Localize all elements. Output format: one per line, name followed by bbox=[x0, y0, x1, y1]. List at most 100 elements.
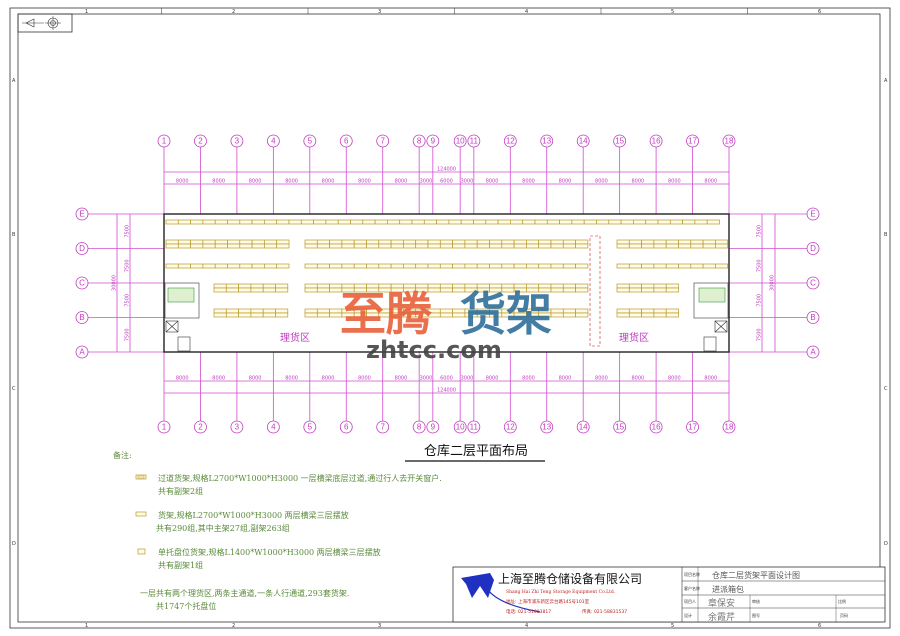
rack-bay bbox=[501, 239, 515, 245]
rack-bay bbox=[641, 312, 655, 318]
spacing-label: 6000 bbox=[440, 179, 453, 185]
rack-bay bbox=[526, 263, 540, 269]
rack-bay bbox=[239, 219, 253, 225]
column-axis-label-top: 5 bbox=[308, 137, 313, 146]
client-name: 进派箱包 bbox=[712, 584, 744, 594]
spacing-label: 8000 bbox=[595, 179, 608, 185]
column-axis-bubble-bottom bbox=[649, 420, 663, 434]
column-axis-label-top: 4 bbox=[271, 137, 276, 146]
rack-bay bbox=[562, 287, 576, 293]
rack-bay bbox=[275, 308, 289, 314]
scale-label: 比例 bbox=[838, 598, 846, 604]
total-length-label: 124000 bbox=[437, 388, 456, 394]
column-axis-bubble-top bbox=[540, 134, 554, 148]
rack-bay bbox=[353, 239, 367, 245]
rack-bay bbox=[177, 219, 191, 225]
rack-bay bbox=[653, 312, 667, 318]
rack-bay bbox=[329, 239, 343, 245]
rack-bay bbox=[165, 263, 179, 269]
spacing-label: 8000 bbox=[668, 376, 681, 382]
rack-bay bbox=[641, 283, 655, 289]
rack-bay bbox=[562, 308, 576, 314]
rack-bay bbox=[329, 243, 343, 249]
column-axis-label-bottom: 13 bbox=[542, 423, 551, 432]
column-axis-bubble-bottom bbox=[157, 420, 171, 434]
rack-bay bbox=[550, 243, 564, 249]
row-axis-label-left: B bbox=[79, 313, 84, 322]
rack-bay bbox=[476, 243, 490, 249]
watermark-brand: 至腾 bbox=[340, 287, 433, 341]
rack-bay bbox=[250, 287, 264, 293]
rack-bay bbox=[350, 219, 364, 225]
rack-bay bbox=[452, 239, 466, 245]
notes: 备注: 过道货架,规格L2700*W1000*H3000 一层横梁底层过道,通过… bbox=[113, 450, 442, 611]
column-axis-bubble-bottom bbox=[453, 420, 467, 434]
note-2-line2: 共有290组,其中主架27组,副架263组 bbox=[156, 523, 290, 533]
column-axis-label-bottom: 6 bbox=[344, 423, 349, 432]
spacing-label: 8000 bbox=[322, 376, 335, 382]
rack-bay bbox=[325, 219, 339, 225]
border-col-label-bottom: 1 bbox=[85, 623, 88, 629]
rack-bay bbox=[702, 239, 716, 245]
column-axis-bubble-top bbox=[157, 134, 171, 148]
rack-bay bbox=[628, 287, 642, 293]
rack-bay bbox=[489, 239, 503, 245]
rack-bay bbox=[678, 239, 692, 245]
border-col-label-bottom: 3 bbox=[378, 623, 381, 629]
rack-bay bbox=[562, 263, 576, 269]
rack-bay bbox=[366, 239, 380, 245]
rack-bay bbox=[575, 239, 589, 245]
rack-bay bbox=[238, 308, 252, 314]
border-row-label-left: D bbox=[12, 541, 16, 547]
rack-bay bbox=[575, 283, 589, 289]
client-label: 客户名称 bbox=[684, 585, 700, 591]
owner-name: 章保安 bbox=[708, 597, 735, 609]
rack-bay bbox=[464, 243, 478, 249]
rack-bay bbox=[214, 263, 228, 269]
rack-bay bbox=[715, 239, 729, 245]
page-label: 页码 bbox=[840, 612, 848, 618]
drawing-no-label: 图号 bbox=[752, 612, 760, 618]
column-axis-label-top: 11 bbox=[470, 137, 479, 146]
border-col-label-bottom: 2 bbox=[232, 623, 235, 629]
spacing-label: 8000 bbox=[486, 179, 499, 185]
rack-bay bbox=[262, 312, 276, 318]
rack-bay bbox=[378, 239, 392, 245]
row-axis-bubble-right bbox=[806, 207, 820, 221]
project-label: 项目名称 bbox=[684, 571, 700, 577]
column-axis-bubble-top bbox=[376, 134, 390, 148]
rack-bay bbox=[497, 219, 511, 225]
column-axis-label-top: 14 bbox=[579, 137, 588, 146]
column-axis-label-bottom: 15 bbox=[615, 423, 624, 432]
rack-bay bbox=[562, 283, 576, 289]
rack-bay bbox=[706, 219, 720, 225]
rack-bay bbox=[403, 239, 417, 245]
rack-bay bbox=[653, 243, 667, 249]
spacing-label: 3000 bbox=[420, 376, 433, 382]
border-row-label-right: B bbox=[884, 232, 888, 238]
column-axis-label-top: 15 bbox=[615, 137, 624, 146]
rack-bay bbox=[460, 219, 474, 225]
column-axis-bubble-bottom bbox=[467, 420, 481, 434]
rack-bay bbox=[620, 219, 634, 225]
rack-bay bbox=[177, 243, 191, 249]
rack-bay bbox=[546, 219, 560, 225]
legend-single-pallet-rack-icon bbox=[137, 548, 146, 555]
border-col-label-top: 4 bbox=[525, 9, 528, 15]
spacing-label: 3000 bbox=[420, 179, 433, 185]
rack-bay bbox=[341, 239, 355, 245]
rack-bay bbox=[202, 219, 216, 225]
company-logo-icon bbox=[461, 573, 541, 613]
rack-bay bbox=[526, 239, 540, 245]
rack-bay bbox=[476, 263, 490, 269]
owner-label: 项目人 bbox=[684, 598, 696, 604]
spacing-label: 8000 bbox=[668, 179, 681, 185]
rack-bay bbox=[341, 243, 355, 249]
rack-bay bbox=[177, 239, 191, 245]
rack-bay bbox=[239, 243, 253, 249]
rack-bay bbox=[678, 263, 692, 269]
rack-bay bbox=[715, 243, 729, 249]
rack-bay bbox=[366, 243, 380, 249]
rack-bay bbox=[214, 243, 228, 249]
column-axis-bubble-top bbox=[576, 134, 590, 148]
